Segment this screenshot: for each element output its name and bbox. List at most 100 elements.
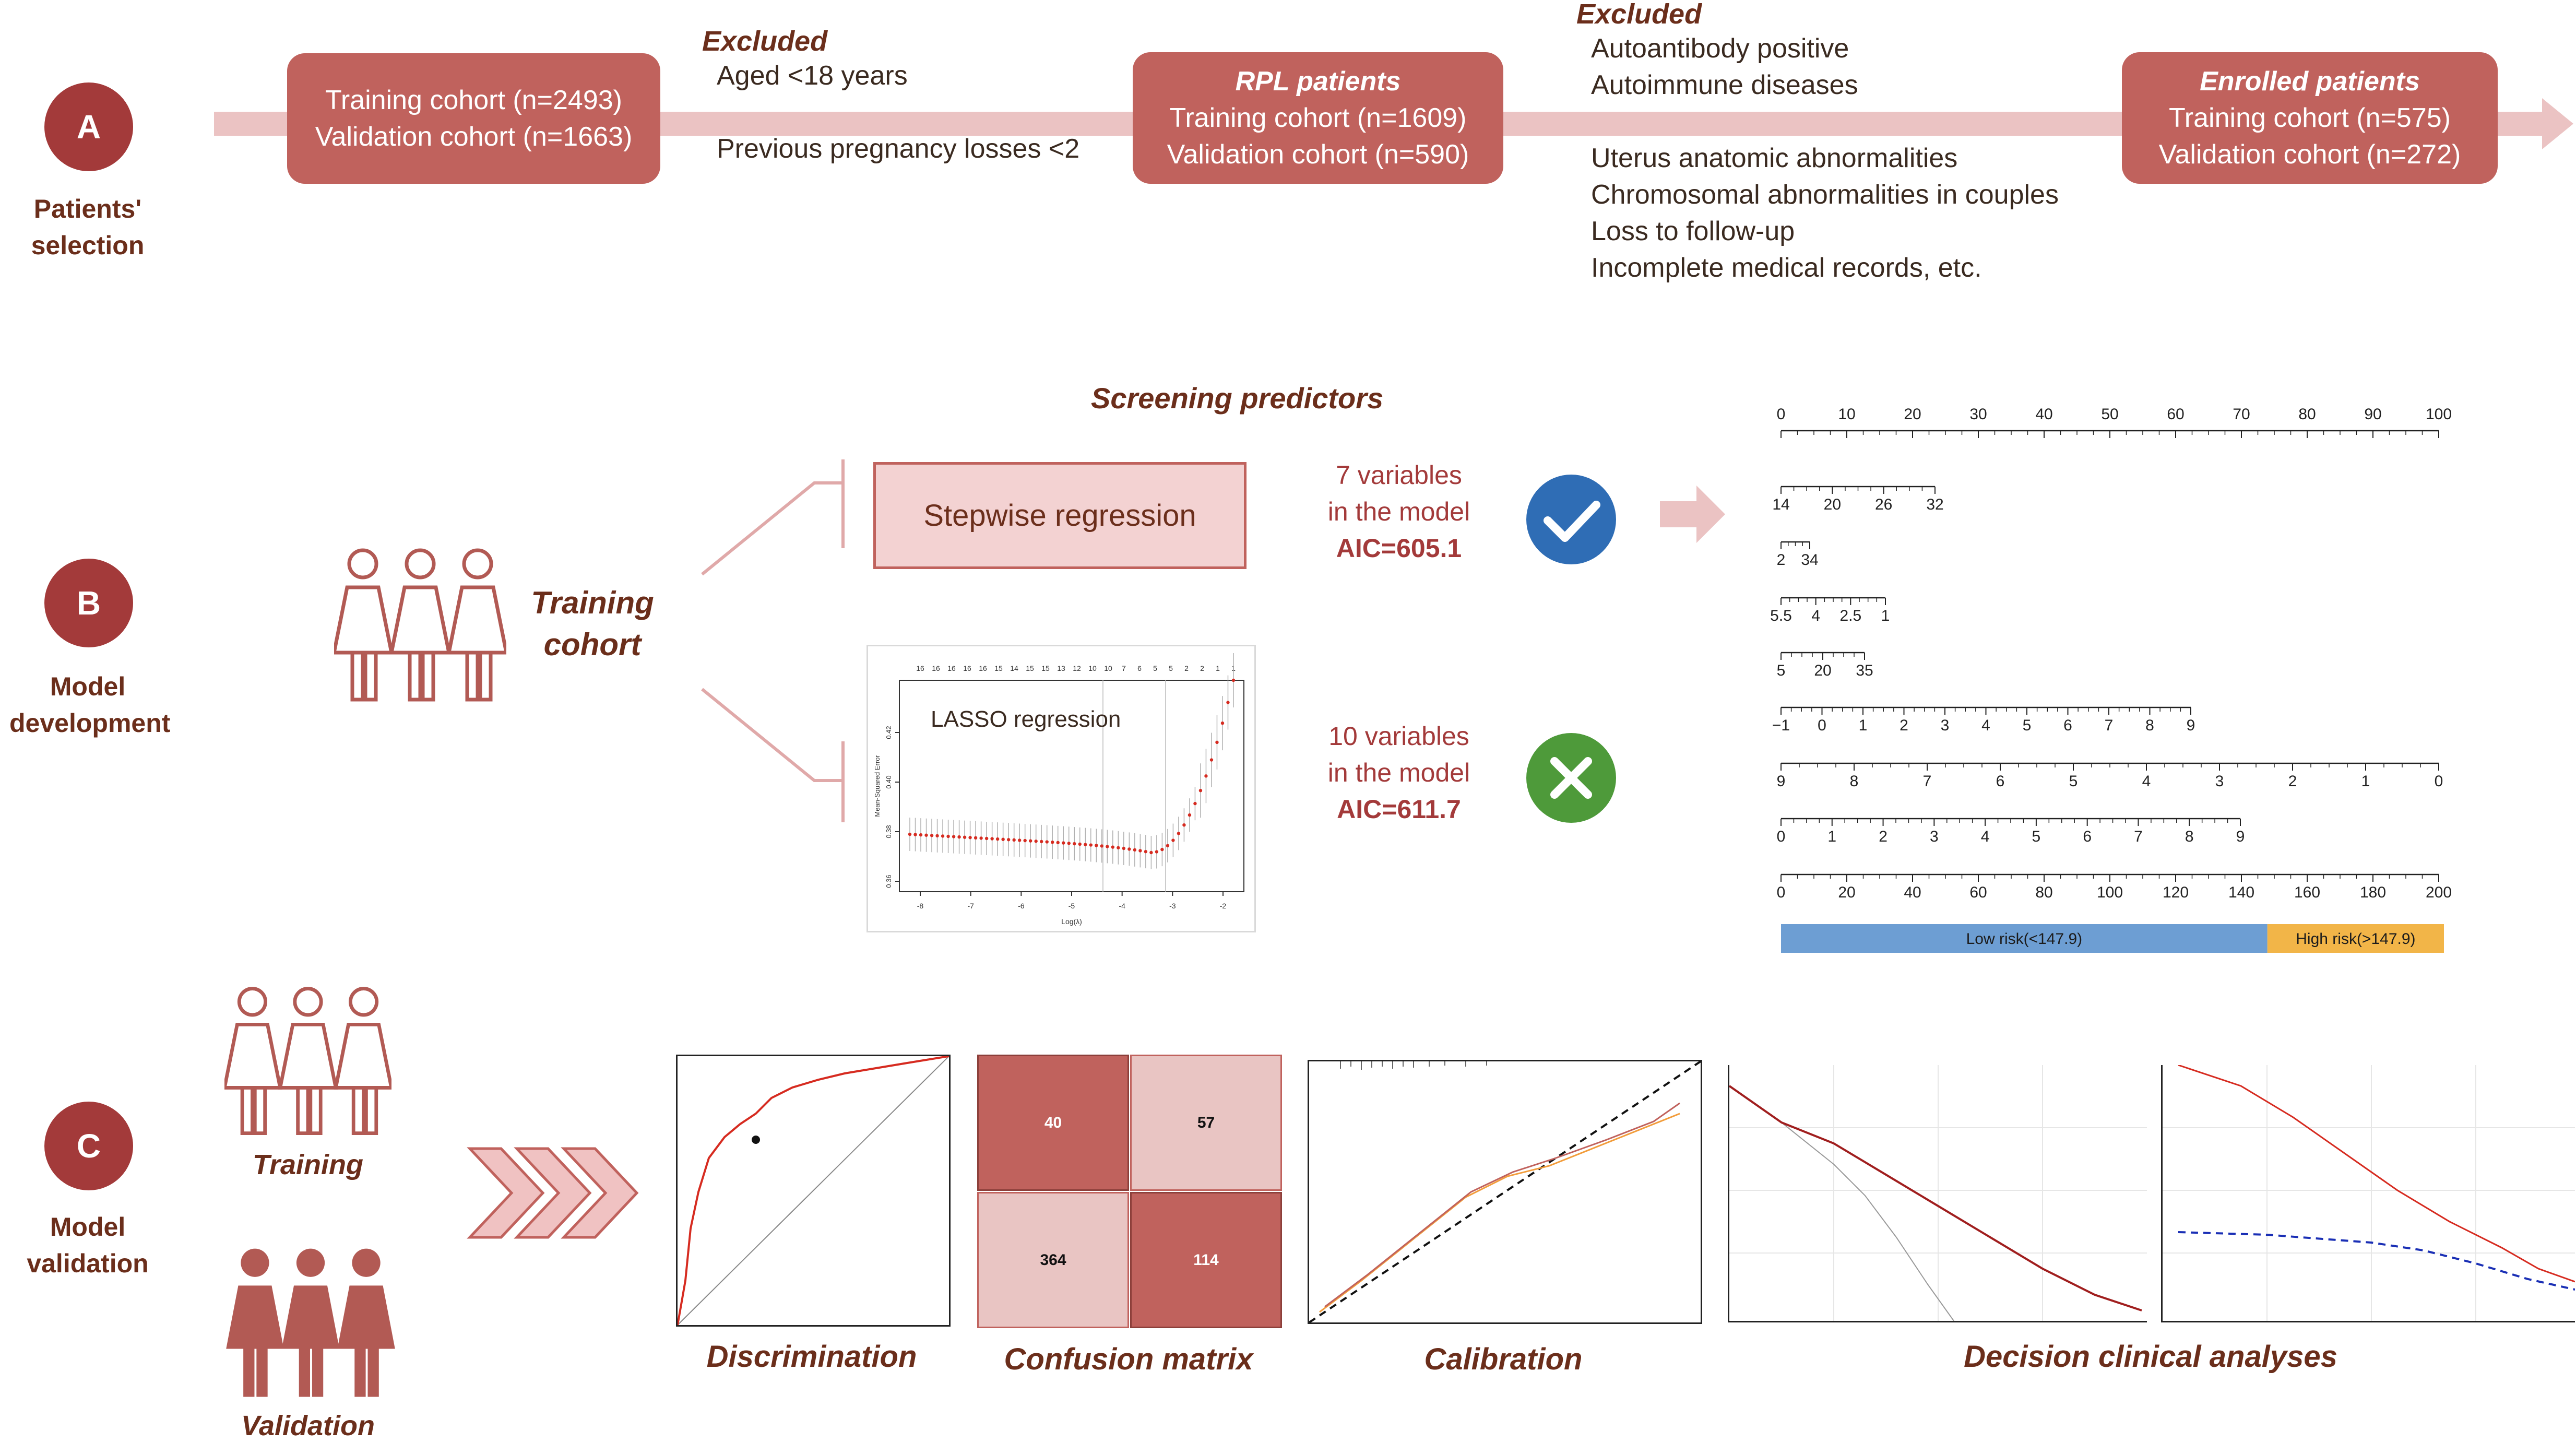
nomogram-row-tick: 5	[2069, 773, 2078, 790]
nomogram-row-tick: 1	[1881, 607, 1890, 624]
confusion-cell-tn: 364	[977, 1192, 1129, 1328]
nomogram-row-tick: 5	[2032, 828, 2041, 845]
validation-label: Validation	[241, 1410, 375, 1441]
calibration-plot	[1308, 1060, 1702, 1324]
lasso-point	[1215, 740, 1219, 744]
nomogram-row-tick: 20	[1814, 662, 1831, 679]
nomogram-row-tick: 1	[1859, 717, 1868, 734]
lasso-point	[924, 833, 928, 837]
discrimination-plot	[676, 1055, 951, 1327]
nomogram-row-tick: 2	[1900, 717, 1908, 734]
initial-cohort-box: Training cohort (n=2493) Validation coho…	[287, 53, 660, 184]
nomogram-row-tick: 8	[2185, 828, 2194, 845]
lasso-top-tick: 10	[1104, 664, 1112, 672]
lasso-top-tick: 16	[963, 664, 971, 672]
nomogram-row-tick: 40	[1904, 884, 1921, 901]
lasso-x-tick: -6	[1018, 902, 1025, 910]
lasso-point	[1171, 838, 1175, 842]
lasso-point	[990, 837, 994, 841]
nomogram-row-tick: 140	[2228, 884, 2254, 901]
lasso-point	[1226, 701, 1230, 704]
lasso-y-tick: 0.36	[885, 874, 893, 888]
nomogram-row-tick: 2	[1879, 828, 1888, 845]
lasso-y-tick: 0.38	[885, 825, 893, 838]
nomogram-row-tick: 35	[1856, 662, 1873, 679]
confusion-cell-fp: 57	[1130, 1055, 1282, 1191]
nomogram-row-tick: 6	[2083, 828, 2092, 845]
nomogram-row-tick: 4	[1981, 828, 1990, 845]
nomogram-row-tick: −1	[1772, 717, 1790, 734]
lasso-top-tick: 6	[1137, 664, 1142, 672]
lasso-x-tick: -5	[1069, 902, 1075, 910]
points-tick: 90	[2364, 406, 2381, 423]
lasso-top-tick: 13	[1057, 664, 1065, 672]
nomogram-row-tick: 7	[2134, 828, 2143, 845]
nomogram-row-tick: 3	[2215, 773, 2224, 790]
lasso-top-tick: 5	[1169, 664, 1173, 672]
nomogram-row-tick: 0	[1777, 884, 1786, 901]
section-c-badge: C	[44, 1102, 133, 1190]
nomogram-row-tick: 5	[2023, 717, 2032, 734]
nomogram-row-tick: 26	[1875, 496, 1892, 513]
lasso-point	[1138, 849, 1142, 853]
training-cohort-label: Training cohort	[531, 585, 654, 662]
nomogram-row-tick: 20	[1838, 884, 1855, 901]
nomogram-row-tick: 9	[2187, 717, 2195, 734]
lasso-point	[957, 835, 961, 839]
lasso-point	[1001, 837, 1005, 841]
lasso-point	[1051, 840, 1054, 844]
lasso-point	[963, 835, 967, 839]
women-group-validation-icon	[226, 1248, 395, 1397]
lasso-top-tick: 16	[979, 664, 987, 672]
decision-curve-plot-2	[2161, 1064, 2575, 1322]
confusion-cell-fn: 114	[1130, 1192, 1282, 1328]
lasso-point	[995, 837, 1000, 841]
points-tick: 50	[2101, 406, 2118, 423]
lasso-point	[1106, 845, 1109, 848]
lasso-point	[1155, 850, 1159, 854]
excluded-group-2: Excluded Autoantibody positive Autoimmun…	[1576, 0, 2059, 283]
lasso-point	[946, 834, 950, 838]
nomogram-row-tick: 20	[1824, 496, 1841, 513]
decision-curve-2	[2163, 1064, 2575, 1321]
high-risk-label: High risk(>147.9)	[2296, 930, 2415, 948]
lasso-point	[1166, 844, 1170, 847]
nomogram-row-tick: 32	[1926, 496, 1943, 513]
lasso-top-tick: 2	[1200, 664, 1204, 672]
nomogram-row-tick: 120	[2163, 884, 2189, 901]
decision-curve-1	[1728, 1065, 2147, 1321]
nomogram-row-tick: 8	[2145, 717, 2154, 734]
lasso-point	[913, 833, 917, 836]
training-label: Training	[252, 1149, 364, 1180]
nomogram-row-tick: 1	[2361, 773, 2370, 790]
caption-confusion: Confusion matrix	[1004, 1342, 1253, 1376]
lasso-point	[941, 834, 945, 838]
nomogram-row-tick: 14	[1772, 496, 1789, 513]
lasso-point	[1127, 847, 1131, 851]
lasso-point	[1198, 789, 1203, 793]
section-a-badge: A	[44, 82, 133, 171]
lasso-plot-panel: 1616161616151415151312101076552211-8-7-6…	[866, 645, 1256, 932]
section-a-label: Patients'selection	[31, 194, 145, 260]
women-group-training-icon	[224, 987, 391, 1136]
lasso-point	[1084, 843, 1087, 846]
high-risk-bar	[2267, 924, 2444, 953]
points-tick: 0	[1777, 406, 1786, 423]
low-risk-bar	[1781, 924, 2268, 953]
nomogram-arrow	[1660, 486, 1725, 543]
check-icon	[1526, 475, 1616, 564]
lasso-point	[919, 833, 923, 837]
lasso-point	[1209, 758, 1214, 762]
lasso-result: 10 variables in the model AIC=611.7	[1327, 722, 1470, 824]
roc-curve	[676, 1055, 949, 1326]
lasso-point	[1117, 846, 1120, 849]
lasso-point	[930, 834, 934, 837]
lasso-point	[1012, 838, 1016, 842]
lasso-point	[968, 836, 972, 840]
nomogram-row-tick: 7	[1923, 773, 1932, 790]
nomogram-row-tick: 4	[1811, 607, 1820, 624]
caption-decision: Decision clinical analyses	[1964, 1340, 2337, 1374]
nomogram-row-tick: 6	[1996, 773, 2005, 790]
stepwise-result: 7 variables in the model AIC=605.1	[1327, 460, 1470, 563]
